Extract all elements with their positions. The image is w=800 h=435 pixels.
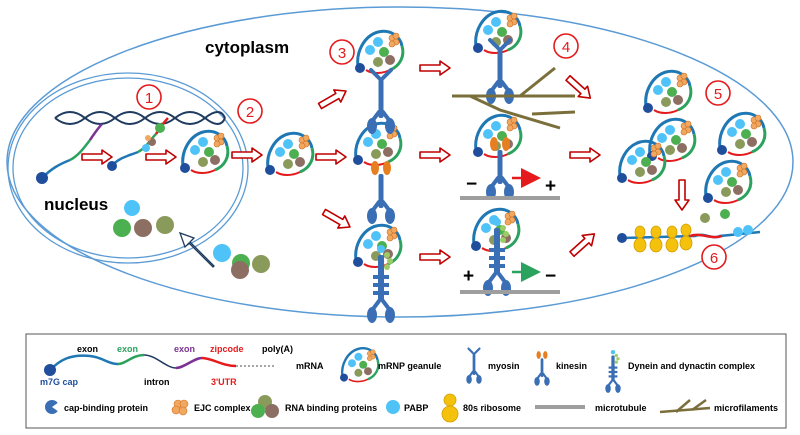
arrow-to-translation (674, 179, 690, 211)
svg-text:3: 3 (338, 45, 346, 62)
legend-rbp-icon (251, 395, 279, 418)
arrow-dynein-to-track (419, 249, 451, 265)
legend-exon-label-2: exon (117, 344, 138, 354)
legend-pabp-label: PABP (404, 403, 428, 413)
legend-intron-label: intron (144, 377, 170, 387)
legend-microfilaments-label: microfilaments (714, 403, 778, 413)
nucleus-label: nucleus (44, 195, 108, 214)
mrnp-granule-localized-3 (715, 111, 767, 157)
arrow-myosin-to-actin (419, 60, 451, 76)
import-arrow (178, 231, 215, 268)
mrnp-granule-localized-5 (701, 159, 753, 205)
legend-zipcode-label: zipcode (210, 344, 244, 354)
microtubule-plus-end-2: + (463, 266, 474, 287)
nucleus-inner-membrane (12, 77, 244, 259)
kinesin-motor-step3 (365, 159, 397, 226)
arrow-to-dynein (319, 205, 355, 234)
svg-text:4: 4 (562, 39, 570, 56)
legend-mrna-schematic (44, 353, 276, 376)
arrow-splicing (145, 149, 177, 165)
step-2: 2 (237, 98, 263, 124)
legend-myosin-label: myosin (488, 361, 520, 371)
step-6: 6 (701, 244, 727, 270)
mrnp-granule-nucleus (178, 129, 230, 175)
arrow-to-myosin (315, 84, 351, 113)
legend-mrnp-label: mRNP geanule (378, 361, 441, 371)
arrow-kinesin-to-track (419, 147, 451, 163)
mrnp-granule-dynein (351, 223, 403, 269)
legend-cap-binding-icon (45, 400, 59, 414)
microtubule-minus-end-2: − (545, 266, 556, 287)
arrow-actin-to-localization (562, 71, 596, 105)
translating-mrna (617, 209, 761, 253)
legend-microtubule-icon (535, 405, 585, 409)
dna-helix (54, 111, 226, 125)
cell-membrane (6, 6, 794, 318)
legend-microfilament-icon (659, 398, 711, 414)
svg-text:6: 6 (710, 250, 718, 267)
mrnp-granule-exported (263, 131, 315, 177)
microtubule-track-dynein (460, 290, 560, 294)
step-5: 5 (705, 80, 731, 106)
step-3: 3 (329, 39, 355, 65)
legend-exon-label-1: exon (77, 344, 98, 354)
microfilament-track (452, 66, 576, 130)
mrnp-granule-track-kinesin (471, 113, 523, 159)
arrow-transcription (81, 149, 113, 165)
legend-microtubule-label: microtubule (595, 403, 647, 413)
arrow-to-kinesin (315, 149, 347, 165)
legend-ejc-label: EJC complex (194, 403, 251, 413)
legend-box (25, 333, 787, 429)
legend-exon-label-3: exon (174, 344, 195, 354)
svg-text:5: 5 (714, 86, 722, 103)
processing-transcript (107, 117, 169, 171)
microtubule-plus-end: + (545, 176, 556, 197)
legend-ejc-icon (171, 399, 189, 416)
legend-kinesin-label: kinesin (556, 361, 587, 371)
free-rna-binding-proteins (113, 200, 270, 279)
nucleus-outer-membrane (7, 72, 249, 264)
nascent-transcript (36, 123, 103, 184)
legend-polya-label: poly(A) (262, 344, 293, 354)
arrow-track-to-localization (569, 147, 601, 163)
legend-rbp-label: RNA binding proteins (285, 403, 377, 413)
legend-mrna-label: mRNA (296, 361, 324, 371)
legend-ribosome-icon (441, 393, 459, 423)
microtubule-minus-end: − (466, 174, 477, 195)
microtubule-track-kinesin (460, 196, 560, 200)
mrnp-granule-myosin (353, 29, 405, 75)
cytoplasm-label: cytoplasm (205, 38, 289, 57)
legend-cap-binding-label: cap-binding protein (64, 403, 148, 413)
svg-text:2: 2 (246, 104, 254, 121)
legend-cap-label: m7G cap (40, 377, 79, 387)
legend-pabp-icon (386, 400, 400, 414)
mrnp-granule-localized-1 (641, 69, 693, 115)
step-1: 1 (136, 84, 162, 110)
arrow-dynein-to-localization (566, 227, 600, 261)
legend-ribosome-label: 80s ribosome (463, 403, 521, 413)
legend-dynein-label: Dynein and dynactin complex (628, 361, 755, 371)
step-4: 4 (553, 33, 579, 59)
mrnp-granule-localized-4 (615, 139, 667, 185)
svg-text:1: 1 (145, 90, 153, 107)
legend-utr-label: 3'UTR (211, 377, 237, 387)
